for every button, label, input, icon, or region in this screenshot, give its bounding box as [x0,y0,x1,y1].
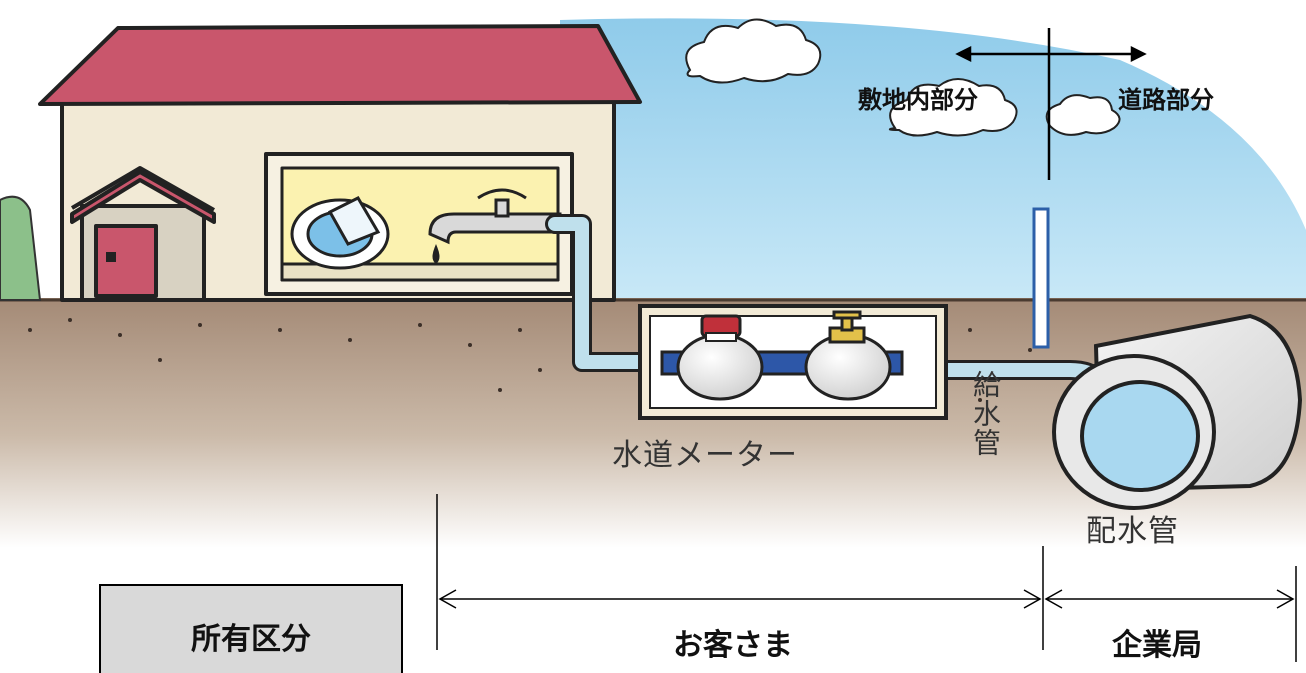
customer-owner-label: お客さま [673,628,793,663]
water-meter-label: 水道メーター [612,438,798,473]
service-pipe-label: 給水管 [969,370,1002,457]
ownership-dimension [436,494,1297,662]
distribution-main-label: 配水管 [1086,514,1179,549]
road-portion-label: 道路部分 [1118,86,1214,114]
on-site-portion-label: 敷地内部分 [858,86,978,114]
cloud-icon [888,78,1121,137]
bureau-owner-label: 企業局 [1112,628,1202,663]
boundary-post [1032,207,1050,349]
shrub [0,195,42,301]
sky [560,18,1306,300]
ownership-header: 所有区分 [191,622,311,657]
boundary-arrow [955,45,1147,63]
cloud-icon [685,18,822,84]
water-meter-icon [660,310,904,401]
distribution-main-icon [1052,313,1303,510]
ownership-header-box: 所有区分 [99,584,403,673]
dish-icon [290,196,390,270]
